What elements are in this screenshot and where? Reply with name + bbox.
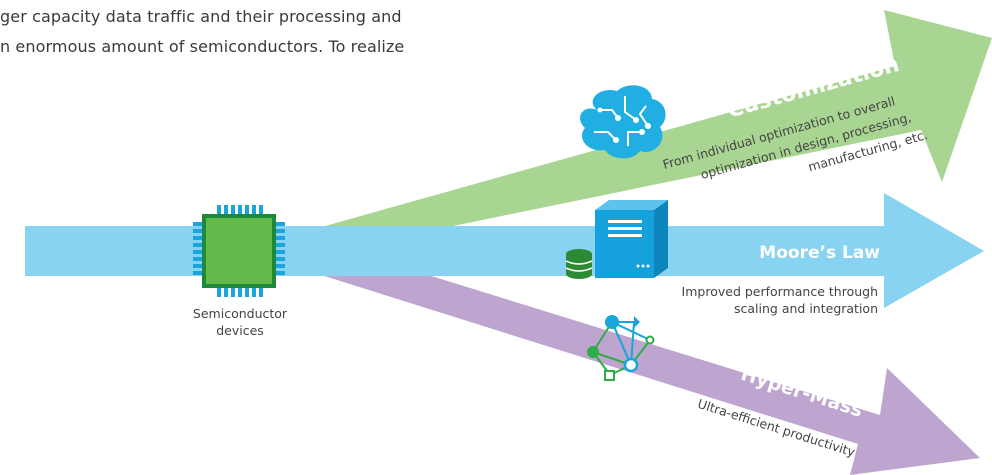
intro-text: ger capacity data traffic and their proc…	[0, 2, 520, 62]
customization-arrow	[318, 10, 992, 249]
chip-icon	[193, 205, 285, 297]
moores-law-desc-line-1: Improved performance through	[682, 284, 878, 299]
hyper-mass-arrow	[318, 248, 980, 475]
network-nodes-icon	[587, 315, 655, 381]
center-label-line-1: Semiconductor	[193, 306, 288, 321]
server-database-icon	[565, 200, 668, 279]
intro-line-1: ger capacity data traffic and their proc…	[0, 7, 402, 26]
brain-circuit-icon	[580, 85, 666, 159]
moores-law-desc-line-2: scaling and integration	[734, 301, 878, 316]
moores-law-title: Moore’s Law	[759, 243, 880, 263]
center-label-line-2: devices	[216, 323, 264, 338]
intro-line-2: n enormous amount of semiconductors. To …	[0, 37, 405, 56]
moores-law-arrow	[25, 193, 984, 308]
